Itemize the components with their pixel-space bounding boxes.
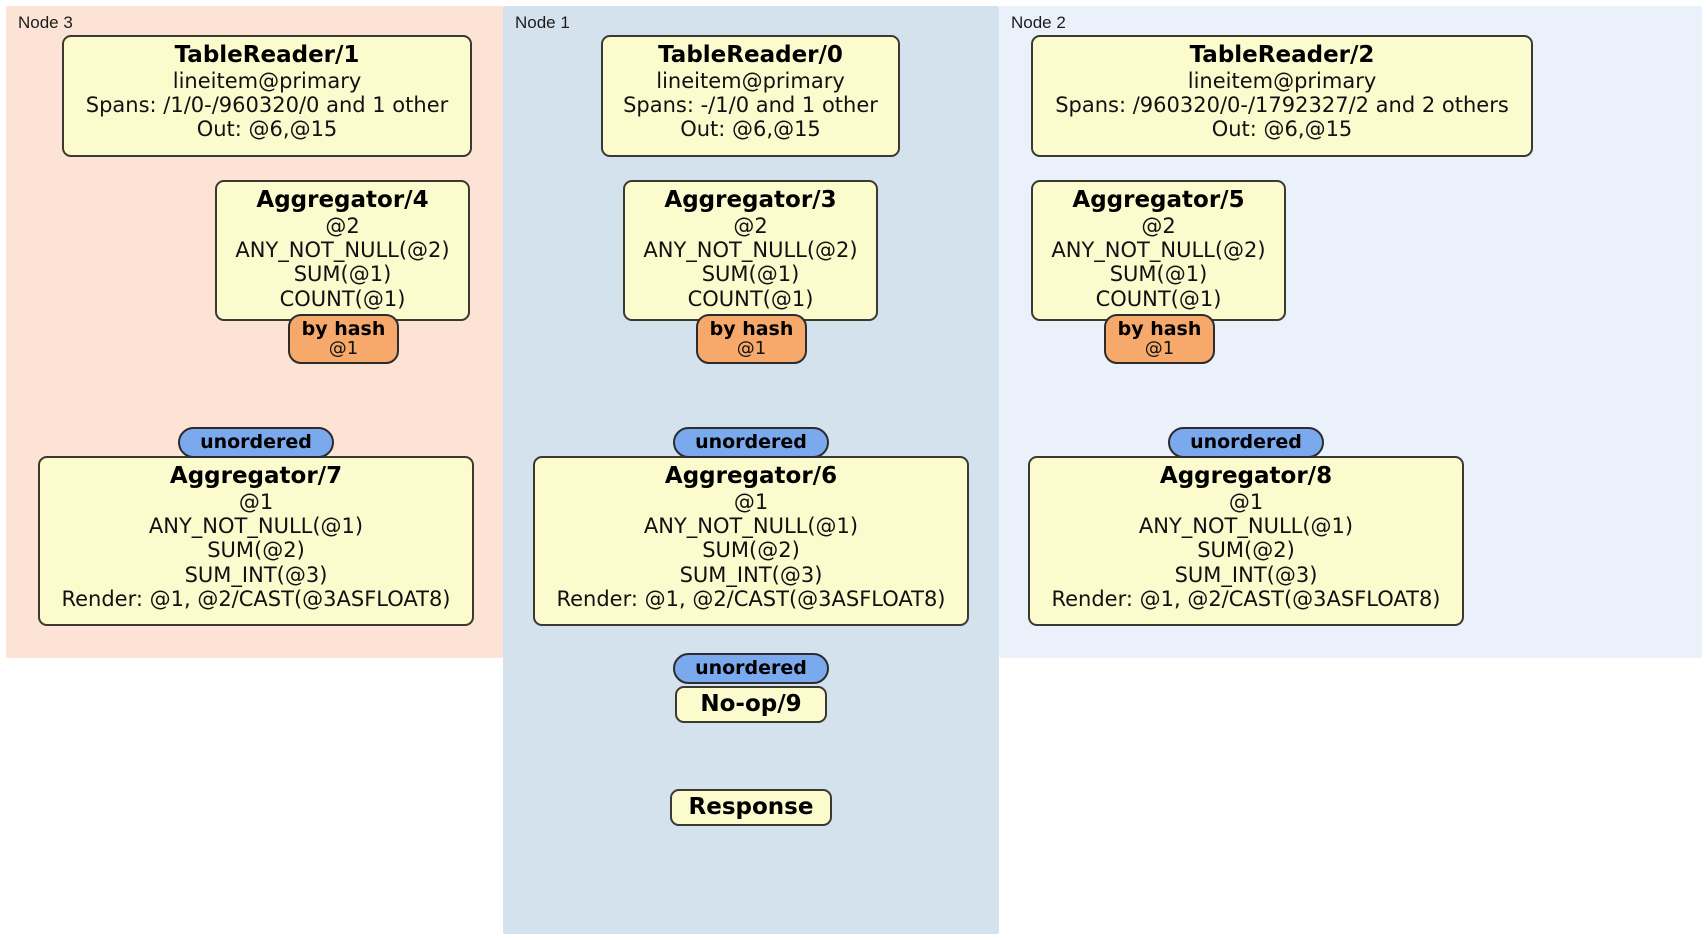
processor-title: Aggregator/7 — [169, 463, 343, 489]
processor-detail-line: COUNT(@1) — [279, 286, 406, 311]
processor-detail-line: SUM(@1) — [701, 262, 800, 287]
processor-detail-line: Out: @6,@15 — [196, 117, 338, 142]
processor-detail-line: ANY_NOT_NULL(@2) — [643, 238, 858, 263]
processor-detail-line: @1 — [238, 489, 274, 514]
processor-detail-line: SUM_INT(@3) — [184, 562, 328, 587]
processor-title: No-op/9 — [700, 691, 802, 718]
processor-title: TableReader/0 — [658, 42, 843, 68]
processor-detail-line: ANY_NOT_NULL(@2) — [235, 238, 450, 263]
processor-detail-line: ANY_NOT_NULL(@1) — [643, 514, 859, 539]
processor-detail-line: SUM_INT(@3) — [1174, 562, 1318, 587]
processor-detail-line: SUM(@2) — [207, 538, 305, 563]
processor-detail-line: Spans: /1/0-/960320/0 and 1 other — [85, 93, 449, 118]
processor-title: Aggregator/5 — [1072, 187, 1245, 213]
processor-detail-line: SUM(@1) — [293, 262, 392, 287]
processor-detail-line: SUM_INT(@3) — [679, 562, 823, 587]
processor-detail-line: Spans: /960320/0-/1792327/2 and 2 others — [1055, 93, 1509, 118]
router-by-hash-rh4[interactable]: by hash@1 — [288, 314, 399, 364]
processor-detail-line: Render: @1, @2/CAST(@3ASFLOAT8) — [61, 587, 451, 612]
processor-detail-line: Spans: -/1/0 and 1 other — [623, 93, 878, 118]
synchronizer-unordered-sy8[interactable]: unordered — [1168, 427, 1324, 458]
processor-title: TableReader/2 — [1189, 42, 1375, 68]
node-panel-label-node2: Node 2 — [1011, 13, 1066, 32]
router-by-hash-rh3[interactable]: by hash@1 — [696, 314, 807, 364]
processor-detail-line: COUNT(@1) — [1095, 286, 1222, 311]
processor-detail-line: Out: @6,@15 — [680, 117, 821, 142]
processor-detail-line: ANY_NOT_NULL(@2) — [1051, 238, 1266, 263]
processor-detail-line: lineitem@primary — [172, 68, 362, 93]
processor-detail-line: @2 — [1141, 213, 1176, 238]
processor-title: Aggregator/6 — [664, 463, 838, 489]
router-by-hash-rh5[interactable]: by hash@1 — [1104, 314, 1215, 364]
processor-detail-line: COUNT(@1) — [687, 286, 814, 311]
processor-title: Response — [688, 794, 814, 821]
pill-title: unordered — [200, 430, 312, 453]
processor-detail-line: Render: @1, @2/CAST(@3ASFLOAT8) — [556, 587, 946, 612]
pill-title: unordered — [695, 656, 807, 679]
pill-title: by hash — [301, 317, 386, 340]
node-panel-label-node1: Node 1 — [515, 13, 570, 32]
processor-title: Aggregator/3 — [664, 187, 837, 213]
processor-detail-line: lineitem@primary — [656, 68, 845, 93]
processor-title: Aggregator/8 — [1159, 463, 1333, 489]
node-panel-label-node3: Node 3 — [18, 13, 73, 32]
synchronizer-unordered-sy6[interactable]: unordered — [673, 427, 829, 458]
processor-detail-line: @2 — [733, 213, 768, 238]
processor-box-response[interactable]: Response — [670, 789, 832, 826]
processor-detail-line: Render: @1, @2/CAST(@3ASFLOAT8) — [1051, 587, 1441, 612]
pill-title: unordered — [1190, 430, 1302, 453]
processor-detail-line: SUM(@2) — [1197, 538, 1295, 563]
processor-title: TableReader/1 — [174, 42, 360, 68]
pill-title: unordered — [695, 430, 807, 453]
synchronizer-unordered-sy7[interactable]: unordered — [178, 427, 334, 458]
processor-title: Aggregator/4 — [256, 187, 429, 213]
pill-subtitle: @1 — [328, 337, 359, 359]
processor-detail-line: ANY_NOT_NULL(@1) — [1138, 514, 1354, 539]
processor-box-noop9[interactable]: No-op/9 — [675, 686, 827, 723]
synchronizer-unordered-sy9[interactable]: unordered — [673, 653, 829, 684]
processor-detail-line: ANY_NOT_NULL(@1) — [148, 514, 364, 539]
pill-subtitle: @1 — [1144, 337, 1175, 359]
processor-detail-line: SUM(@1) — [1109, 262, 1208, 287]
processor-detail-line: Out: @6,@15 — [1211, 117, 1353, 142]
pill-title: by hash — [1117, 317, 1202, 340]
pill-subtitle: @1 — [736, 337, 767, 359]
processor-detail-line: lineitem@primary — [1187, 68, 1377, 93]
processor-detail-line: @1 — [733, 489, 769, 514]
processor-detail-line: @2 — [325, 213, 360, 238]
pill-title: by hash — [709, 317, 794, 340]
processor-detail-line: SUM(@2) — [702, 538, 800, 563]
processor-detail-line: @1 — [1228, 489, 1264, 514]
